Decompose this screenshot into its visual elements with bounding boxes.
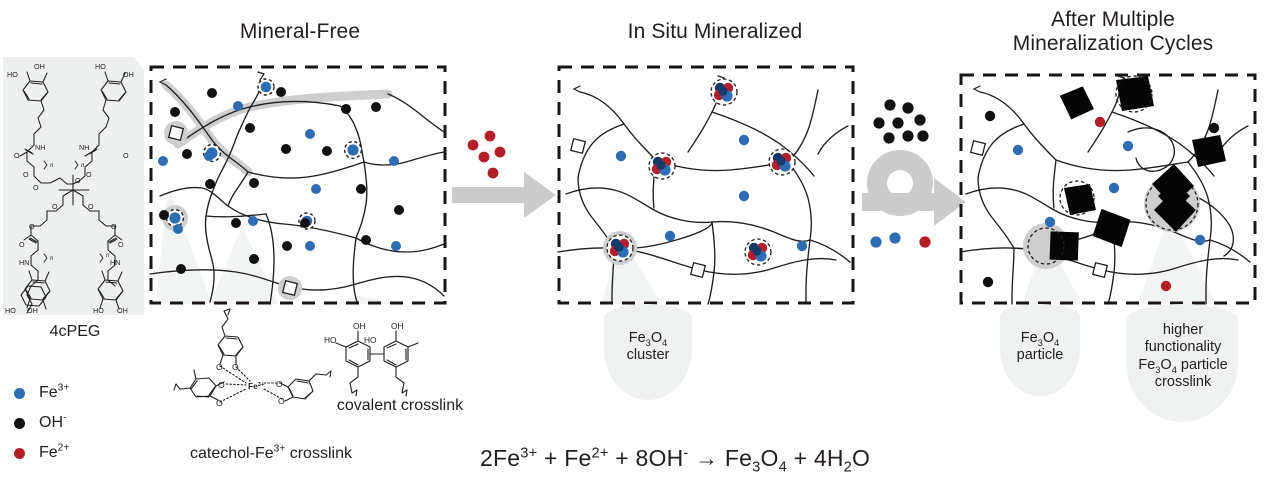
peg-hn-label: HN (19, 258, 29, 267)
peg-o-label: O (52, 202, 58, 211)
svg-text:HO: HO (364, 335, 377, 345)
peg-structure-label: 4cPEG (49, 323, 101, 340)
covalent-crosslink-node (569, 137, 707, 279)
panel-in-situ-mineralized (557, 65, 855, 305)
peg-oh-label: OH (34, 62, 45, 71)
legend-label-ferrous: Fe2+ (39, 442, 70, 461)
peg-molecule-diagram: OH HO HO OH NH NH O O O O O O n n n n O … (5, 62, 134, 315)
callout-functionality-line-4: crosslink (1154, 374, 1212, 391)
chemical-equation: 2Fe3+ + Fe2+ + 8OH- → Fe3O4 + 4H2O (480, 445, 871, 476)
peg-oh-label: OH (27, 306, 38, 315)
peg-o-label: O (75, 176, 81, 185)
ferric-ion (615, 134, 808, 252)
hydroxide-ion (982, 110, 1220, 288)
callout-particle-formula: Fe3O4 (1020, 330, 1060, 348)
peg-n-label: n (81, 163, 85, 169)
ion-group-below (870, 232, 931, 248)
callout-cluster-shape (604, 304, 692, 400)
callout-label-particle: Fe3O4 particle (992, 330, 1088, 365)
callout-cluster-word: cluster (626, 347, 670, 364)
svg-text:O: O (216, 362, 223, 372)
legend-label-hydroxide: OH- (39, 412, 67, 431)
legend-label-ferric: Fe3+ (39, 382, 70, 401)
peg-hn-label: HN (110, 258, 120, 267)
peg-ho-label: HO (93, 306, 104, 315)
peg-o-label: O (86, 170, 92, 179)
svg-text:OH: OH (353, 321, 366, 331)
panel-title-line-1: After Multiple (1051, 8, 1175, 31)
peg-o-label: O (14, 151, 20, 160)
callout-label-cluster: Fe3O4 cluster (596, 330, 700, 365)
ferrous-ion-group (467, 130, 506, 179)
peg-ho-label: HO (95, 62, 106, 71)
callout-label-catechol-crosslink: catechol-Fe3+ crosslink (190, 443, 352, 462)
fe3o4-particle-crosslink (1027, 75, 1199, 265)
peg-oh-label: OH (123, 70, 134, 79)
panel-boundary (959, 73, 1257, 305)
peg-n-label: n (50, 256, 54, 262)
svg-text:O: O (216, 398, 223, 408)
panel-title-after-cycles: After Multiple Mineralization Cycles (958, 8, 1268, 55)
legend-item-hydroxide: OH- (14, 408, 134, 438)
arrow-mineralization-1 (452, 130, 556, 218)
callout-particle-shape (1000, 304, 1080, 396)
hydroxide-ion (159, 87, 404, 274)
cycle-arrow-shape (862, 150, 966, 226)
ferric-ion (158, 101, 401, 251)
svg-text:O: O (276, 379, 283, 389)
fe3o4-particle (1049, 76, 1226, 261)
peg-o-label: O (29, 222, 35, 231)
panel-mineral-free (149, 65, 447, 305)
callout-catechol-fe-crosslink: OO OO OO Fe3+ (173, 308, 332, 408)
legend-item-ferrous: Fe2+ (14, 438, 134, 468)
peg-nh-label: NH (35, 143, 45, 152)
peg-o-label: O (111, 222, 117, 231)
panel-after-cycles (959, 73, 1257, 305)
fe3o4-cluster (606, 78, 796, 266)
svg-text:HO: HO (324, 335, 337, 345)
ferric-ion (1012, 140, 1206, 246)
peg-ho-label: HO (5, 306, 16, 315)
peg-n-label: n (50, 163, 54, 169)
peg-ho-label: HO (7, 70, 18, 79)
legend: Fe3+ OH- Fe2+ (14, 378, 134, 468)
peg-o-label: O (33, 183, 39, 192)
legend-item-ferric: Fe3+ (14, 378, 134, 408)
svg-text:O: O (278, 396, 285, 406)
callout-functionality-line-1: higher (1162, 322, 1204, 338)
covalent-crosslink-node (969, 139, 1109, 279)
ferrous-ion (1094, 116, 1172, 292)
panel-title-mineral-free: Mineral-Free (239, 20, 361, 43)
callout-label-functionality: higher functionality Fe3O4 particle cros… (1116, 322, 1250, 392)
peg-nh-label: NH (79, 143, 89, 152)
callout-functionality-shape (1126, 304, 1238, 422)
svg-text:O: O (232, 362, 239, 372)
panel-title-in-situ: In Situ Mineralized (627, 20, 803, 43)
callout-particle-word: particle (1016, 347, 1064, 364)
hydroxide-ion-swatch (14, 417, 25, 429)
peg-o-label: O (88, 202, 94, 211)
callout-functionality-line-2: functionality (1144, 339, 1222, 356)
svg-text:O: O (218, 380, 225, 390)
peg-o-label: O (19, 240, 25, 249)
callout-functionality-line-3: Fe3O4 particle (1138, 356, 1228, 375)
svg-text:OH: OH (391, 321, 404, 331)
peg-o-label: O (123, 151, 129, 160)
callout-label-covalent-crosslink: covalent crosslink (336, 397, 464, 414)
panel-title-line-2: Mineralization Cycles (1012, 31, 1214, 55)
peg-o-label: O (118, 240, 124, 249)
arrow-shape (452, 172, 556, 218)
callout-cluster-formula: Fe3O4 (628, 330, 668, 348)
callout-covalent-crosslink: OH HO OH HO (324, 321, 419, 397)
peg-n-label: n (106, 253, 110, 259)
hydroxide-ion-group (873, 99, 929, 144)
ferrous-ion-swatch (14, 447, 25, 459)
peg-oh-label: OH (117, 306, 128, 315)
arrow-mineralization-cycles (862, 99, 966, 248)
peg-o-label: O (23, 170, 29, 179)
callout-metal-center-label: Fe3+ (248, 381, 265, 391)
ferric-ion-swatch (14, 387, 25, 399)
covalent-crosslink-node (167, 124, 299, 297)
